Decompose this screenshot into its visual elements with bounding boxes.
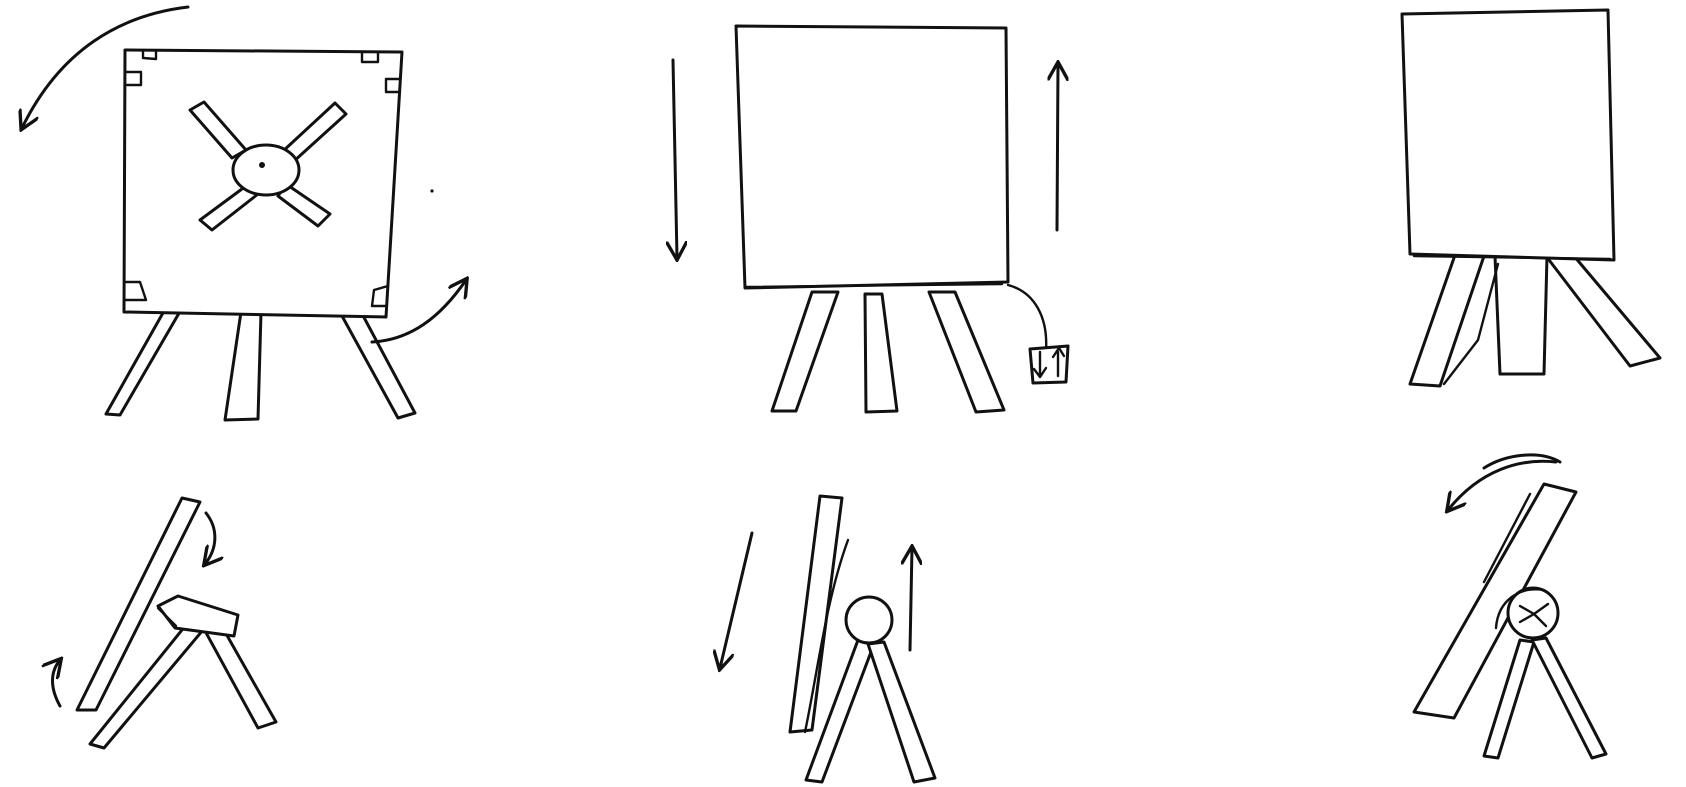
easel-leg-right: [334, 303, 417, 420]
front-leg: [1482, 638, 1536, 760]
corner-clamp-bottom-left: [124, 280, 148, 302]
panel-easel-side-tray: [53, 496, 278, 750]
easel-leg-right: [1544, 254, 1662, 368]
tray-shelf-edge: [156, 606, 178, 628]
remote-up-arrow-icon: [1051, 346, 1066, 378]
corner-clamp-top-left: [124, 49, 158, 87]
arrow-down: [673, 58, 677, 258]
bracket-hub: [231, 143, 301, 197]
curved-arrow-bottom: [53, 660, 61, 708]
easel-leg-right: [927, 290, 1006, 414]
canvas-board-shading: [1412, 254, 1612, 261]
canvas-board-side: [1412, 482, 1578, 720]
leg-inner-line: [1442, 262, 1500, 386]
easel-leg-center: [1493, 254, 1549, 376]
curved-arrow-rotate: [1448, 459, 1558, 510]
knob-spokes-icon: [1518, 602, 1550, 628]
canvas-board-inner-edge: [1482, 492, 1532, 584]
curved-arrow-rotate-top: [1482, 453, 1562, 470]
tilt-knob: [844, 595, 894, 645]
remote-down-arrow-icon: [1032, 350, 1048, 379]
tray-shelf: [156, 594, 240, 638]
corner-clamp-bottom-right: [370, 284, 390, 308]
rear-leg: [866, 640, 937, 784]
panel-easel-front-clamp: [22, 5, 466, 422]
arrow-down-left: [720, 531, 754, 668]
knob-bracket: [1494, 588, 1546, 630]
canvas-board-shading: [743, 282, 1004, 289]
canvas-board-side-front: [803, 538, 850, 734]
panel-easel-front-slide: [673, 24, 1070, 414]
corner-clamp-top-right: [360, 50, 402, 94]
easel-leg-center: [863, 292, 899, 414]
arrow-up: [1057, 64, 1058, 232]
canvas-board: [734, 24, 1010, 290]
arrow-up: [910, 548, 912, 652]
panel-easel-front-plain: [1400, 8, 1662, 388]
easel-leg-left: [1408, 253, 1486, 388]
easel-leg-center: [223, 310, 263, 422]
panel-easel-side-knob: [720, 494, 937, 784]
easel-leg-left: [104, 302, 184, 417]
remote-cable: [1006, 283, 1048, 352]
curved-arrow-right: [370, 280, 466, 344]
canvas-board-side: [75, 496, 202, 712]
easel-leg-left: [770, 290, 840, 413]
bracket-hub-center: [259, 162, 265, 168]
canvas-board-side-back: [788, 494, 844, 734]
canvas-board: [1400, 8, 1616, 262]
curved-arrow-top: [205, 511, 215, 564]
panel-easel-side-rotating-knob: [1412, 453, 1608, 760]
curved-arrow-top-left: [22, 5, 190, 128]
pencil-speck: [430, 189, 434, 193]
rear-leg: [1530, 636, 1608, 760]
